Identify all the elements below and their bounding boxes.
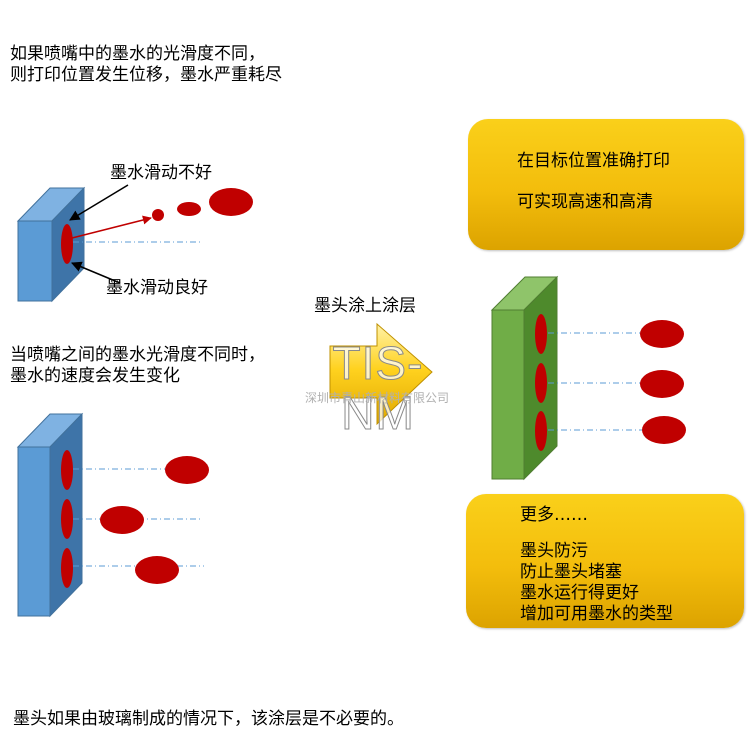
nozzle-ink xyxy=(61,548,73,588)
nozzle-ink xyxy=(61,499,73,539)
print-head-top xyxy=(16,186,86,303)
ink-droplet xyxy=(100,506,144,534)
more-title: 更多…… xyxy=(520,505,588,525)
result-line-2: 可实现高速和高清 xyxy=(517,192,653,212)
intro-text: 如果喷嘴中的墨水的光滑度不同， 则打印位置发生位移，墨水严重耗尽 xyxy=(10,44,282,86)
ink-droplet xyxy=(640,370,684,398)
label-coating: 墨头涂上涂层 xyxy=(314,296,416,316)
nozzle-ink xyxy=(61,224,73,264)
more-item: 防止墨头堵塞 xyxy=(520,562,622,582)
label-good-slide: 墨水滑动良好 xyxy=(106,278,208,298)
nozzle-ink xyxy=(61,450,73,490)
more-item: 墨水运行得更好 xyxy=(520,583,639,603)
nozzle-ink xyxy=(535,363,547,403)
intro-line-1: 如果喷嘴中的墨水的光滑度不同， xyxy=(10,44,265,64)
deviation-arrow xyxy=(71,215,152,239)
middle-line-1: 当喷嘴之间的墨水光滑度不同时， xyxy=(10,345,265,365)
more-item: 墨头防污 xyxy=(520,541,588,561)
ink-droplet xyxy=(152,209,164,221)
intro-line-2: 则打印位置发生位移，墨水严重耗尽 xyxy=(10,65,282,85)
nozzle-ink xyxy=(535,314,547,354)
nozzle-ink xyxy=(535,411,547,451)
more-item: 增加可用墨水的类型 xyxy=(520,604,673,624)
ink-droplet xyxy=(165,456,209,484)
ink-droplet xyxy=(642,416,686,444)
ink-droplet xyxy=(209,188,253,216)
result-line-1: 在目标位置准确打印 xyxy=(517,151,670,171)
middle-line-2: 墨水的速度会发生变化 xyxy=(10,366,180,386)
ink-droplet xyxy=(177,202,201,216)
watermark-company: 深圳市青山新材料有限公司 xyxy=(304,391,449,405)
process-arrow xyxy=(329,322,433,426)
print-head-bottom-left xyxy=(16,412,84,618)
ink-droplet xyxy=(640,320,684,348)
print-head-coated xyxy=(490,275,559,481)
result-box-top: 在目标位置准确打印 可实现高速和高清 xyxy=(468,119,744,250)
watermark-brand: TIS-NM xyxy=(332,337,424,439)
label-bad-slide: 墨水滑动不好 xyxy=(110,163,212,183)
middle-text: 当喷嘴之间的墨水光滑度不同时， 墨水的速度会发生变化 xyxy=(10,345,265,387)
result-box-more: 更多…… 墨头防污 防止墨头堵塞 墨水运行得更好 增加可用墨水的类型 xyxy=(466,494,744,628)
callout-arrow-bad xyxy=(69,184,129,221)
ink-droplet xyxy=(135,556,179,584)
callout-arrow-good xyxy=(71,261,121,284)
bottom-note: 墨头如果由玻璃制成的情况下，该涂层是不必要的。 xyxy=(13,709,404,729)
